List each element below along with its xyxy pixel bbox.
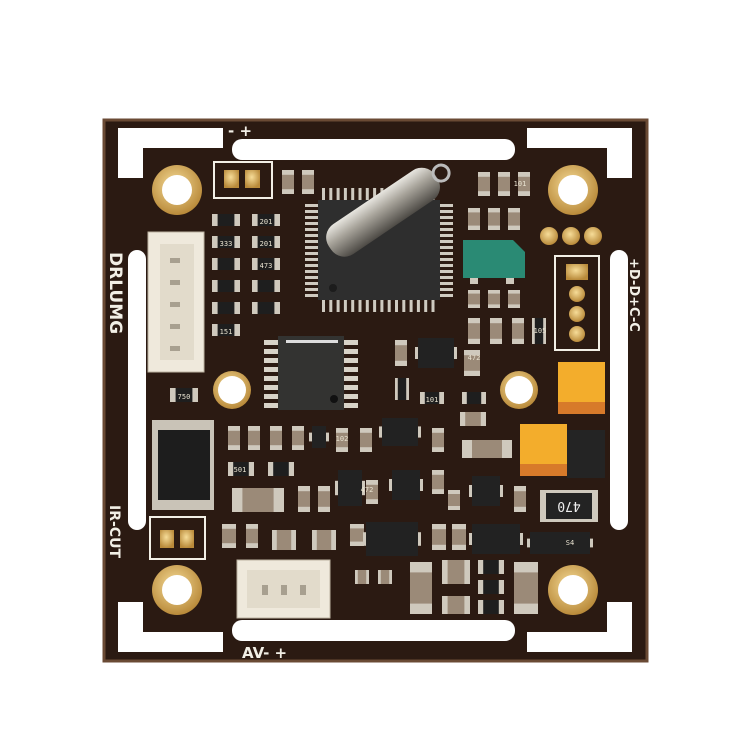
transistor bbox=[472, 476, 500, 506]
resistor-code: 101 bbox=[426, 396, 439, 404]
board-slots bbox=[118, 128, 632, 652]
resistor-code: 201 bbox=[260, 218, 273, 226]
resistor-code: 102 bbox=[336, 435, 349, 443]
transistor bbox=[366, 522, 418, 556]
resistor-code: 101 bbox=[514, 180, 527, 188]
power-diode bbox=[152, 420, 214, 510]
power-label: - + bbox=[228, 122, 252, 140]
av-label: AV- + bbox=[242, 644, 287, 662]
side-connector bbox=[147, 231, 205, 373]
resistor-code: 472 bbox=[361, 486, 374, 494]
transistor bbox=[392, 470, 420, 500]
ir-cut-pads bbox=[149, 516, 206, 560]
brand-label: DRLUMG bbox=[105, 252, 125, 334]
data-header-pads bbox=[554, 255, 600, 351]
tantalum-capacitors bbox=[520, 362, 605, 478]
resistor-code: 473 bbox=[260, 262, 273, 270]
ir-cut-label: IR-CUT bbox=[106, 505, 122, 558]
transistor bbox=[312, 426, 326, 448]
power-pads bbox=[213, 161, 273, 199]
av-connector bbox=[236, 559, 331, 619]
transistor bbox=[418, 338, 454, 368]
test-pads bbox=[540, 227, 602, 245]
resistor-code: 201 bbox=[260, 240, 273, 248]
resistor-code: 151 bbox=[220, 328, 233, 336]
svg-text:470: 470 bbox=[557, 498, 580, 513]
resistor-code: 750 bbox=[178, 393, 191, 401]
transistor bbox=[382, 418, 418, 446]
transistor bbox=[472, 524, 520, 554]
inductor-470: 470 bbox=[540, 490, 598, 522]
resistor-code: S4 bbox=[566, 539, 574, 547]
resistor-code: 333 bbox=[220, 240, 233, 248]
smd-components bbox=[170, 170, 593, 614]
data-label: +D-D+C-C bbox=[626, 258, 641, 332]
resistor-code: 472 bbox=[468, 354, 481, 362]
resistor-code: 105 bbox=[534, 327, 547, 335]
green-regulator bbox=[463, 240, 525, 284]
transistor bbox=[530, 532, 590, 554]
crystal-oscillator bbox=[326, 163, 451, 257]
mounting-pads bbox=[152, 165, 598, 615]
resistor-code: 501 bbox=[234, 466, 247, 474]
secondary-chip bbox=[264, 336, 358, 410]
transistor bbox=[338, 470, 362, 506]
